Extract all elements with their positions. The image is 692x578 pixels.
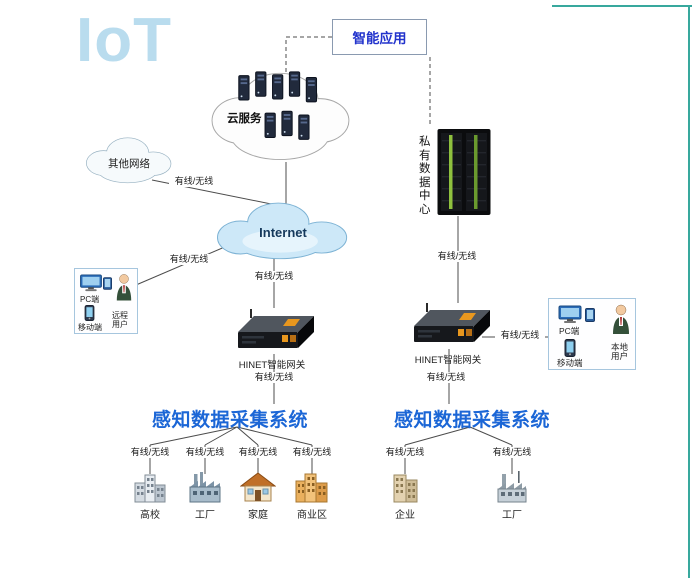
wire-app-to-cloudservice <box>285 36 332 76</box>
cloud-shape <box>86 137 172 184</box>
link-label: 有线/无线 <box>233 447 283 458</box>
user-label: 本地用户 <box>611 342 629 361</box>
site-label: 高校 <box>140 510 160 521</box>
tablet-icon <box>585 308 595 322</box>
factory-icon <box>497 471 527 503</box>
gateway-device-icon <box>414 303 490 342</box>
datacenter-rack <box>437 128 491 216</box>
smart-app-label: 智能应用 <box>352 31 407 46</box>
wire-fan-right <box>404 426 513 446</box>
phone-icon <box>84 305 95 321</box>
rack-icon <box>437 129 491 215</box>
factory-icon <box>189 472 221 503</box>
link-label: 有线/无线 <box>249 271 299 282</box>
sheet-border-top <box>552 5 692 7</box>
site-commercial: 商业区 <box>292 470 332 521</box>
commercial-icon <box>295 473 328 503</box>
link-label: 有线/无线 <box>380 447 430 458</box>
person-icon <box>613 304 629 334</box>
server-icons <box>238 71 318 140</box>
link-label: 有线/无线 <box>180 447 230 458</box>
enterprise-icon <box>393 474 418 503</box>
pc-icon <box>558 305 582 323</box>
link-label: 有线/无线 <box>487 447 537 458</box>
tablet-icon <box>103 277 112 290</box>
wire-stubs-left <box>149 445 313 474</box>
cloud-service-label: 云服务 <box>227 113 262 125</box>
gateway-right-label: HINET智能网关 <box>414 355 482 366</box>
wire-fan-left <box>149 426 313 446</box>
site-factory-2: 工厂 <box>492 470 532 521</box>
site-label: 家庭 <box>248 510 268 521</box>
mobile-label: 移动端 <box>557 358 583 368</box>
link-label: 有线/无线 <box>249 372 299 383</box>
site-enterprise: 企业 <box>385 470 425 521</box>
site-label: 工厂 <box>502 510 522 521</box>
heading-right: 感知数据采集系统 <box>393 410 550 431</box>
pc-label: PC端 <box>559 326 580 336</box>
link-label: 有线/无线 <box>125 447 175 458</box>
other-network-cloud: 其他网络 <box>82 126 176 192</box>
iot-logo: IoT <box>76 6 172 75</box>
gateway-right <box>404 300 492 348</box>
link-label: 有线/无线 <box>287 447 337 458</box>
campus-icon <box>134 474 166 503</box>
home-icon <box>239 472 277 502</box>
site-home: 家庭 <box>238 470 278 521</box>
site-label: 企业 <box>395 510 415 521</box>
cloud-shape <box>217 202 348 260</box>
mobile-label: 移动端 <box>78 323 102 332</box>
smart-app-box: 智能应用 <box>332 19 427 55</box>
person-icon <box>116 274 132 301</box>
heading-left: 感知数据采集系统 <box>151 410 308 431</box>
gateway-left <box>228 306 316 354</box>
link-label: 有线/无线 <box>421 372 471 383</box>
site-label: 工厂 <box>195 510 215 521</box>
link-label: 有线/无线 <box>169 176 219 187</box>
site-label: 商业区 <box>297 510 327 521</box>
site-campus: 高校 <box>130 470 170 521</box>
link-label: 有线/无线 <box>495 330 545 341</box>
link-label: 有线/无线 <box>432 251 482 262</box>
link-label: 有线/无线 <box>164 254 214 265</box>
internet-label: Internet <box>259 224 307 240</box>
cloud-shape <box>211 71 350 160</box>
remote-user-panel: PC端 移动端 远程用户 <box>74 268 138 334</box>
pc-label: PC端 <box>80 295 100 304</box>
gateway-device-icon <box>238 309 314 348</box>
gateway-left-label: HINET智能网关 <box>238 360 306 371</box>
user-label: 远程用户 <box>112 311 128 329</box>
datacenter-label: 私有数据中心 <box>419 136 431 216</box>
internet-cloud: Internet <box>210 196 356 262</box>
site-factory: 工厂 <box>185 470 225 521</box>
phone-icon <box>564 339 576 357</box>
other-network-label: 其他网络 <box>108 157 150 170</box>
cloud-service: 云服务 <box>205 66 355 164</box>
sheet-border-right <box>688 5 690 578</box>
local-user-panel: PC端 移动端 本地用户 <box>548 298 636 370</box>
pc-icon <box>80 274 102 292</box>
